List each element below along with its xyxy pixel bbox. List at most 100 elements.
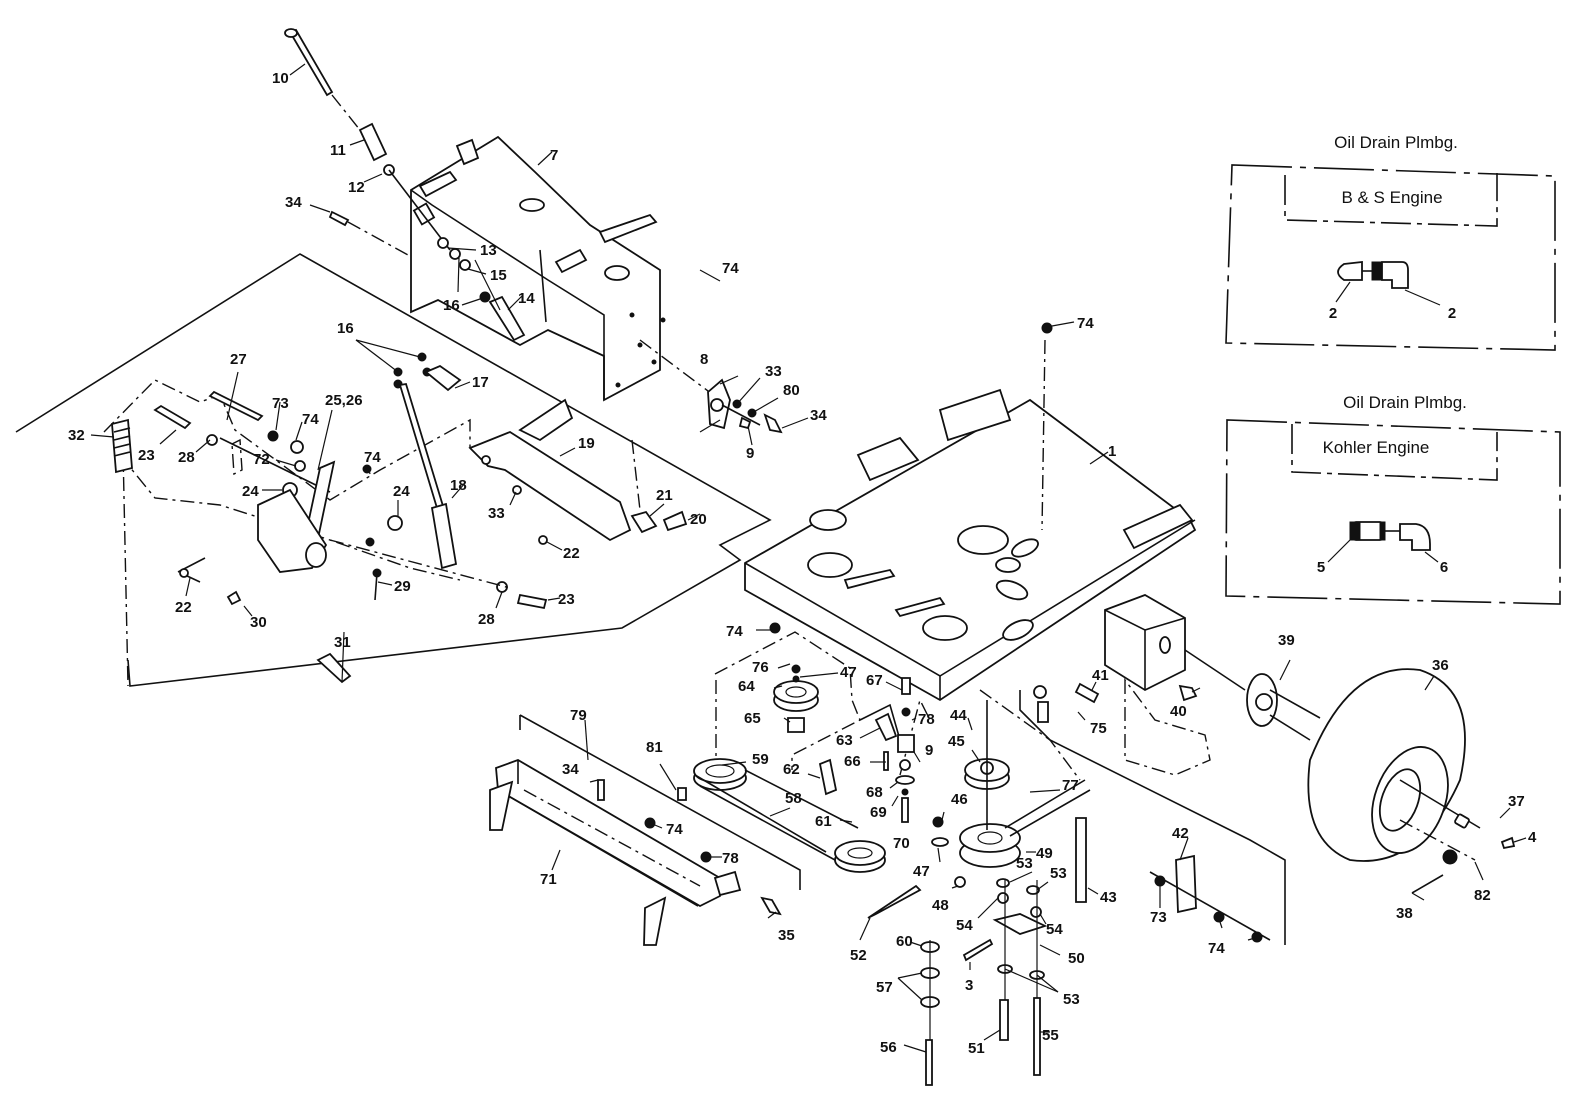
- callout-64: 64: [738, 678, 755, 695]
- callout-25-26: 25,26: [325, 392, 363, 409]
- callout-78: 78: [918, 711, 935, 728]
- inset-bs-engine-label: B & S Engine: [1341, 188, 1442, 207]
- callout-79: 79: [570, 707, 587, 724]
- callout-77: 77: [1062, 777, 1079, 794]
- callout-46: 46: [951, 791, 968, 808]
- callout-62: 62: [783, 761, 800, 778]
- callout-19: 19: [578, 435, 595, 452]
- callout-74: 74: [726, 623, 743, 640]
- callout-53: 53: [1050, 865, 1067, 882]
- callout-35: 35: [778, 927, 795, 944]
- pulleys-and-belt: [693, 664, 1271, 943]
- callout-39: 39: [1278, 632, 1295, 649]
- callout-42: 42: [1172, 825, 1189, 842]
- callout-13: 13: [480, 242, 497, 259]
- callout-65: 65: [744, 710, 761, 727]
- callout-59: 59: [752, 751, 769, 768]
- callout-31: 31: [334, 634, 351, 651]
- inset-kohler-title: Oil Drain Plmbg.: [1343, 393, 1467, 412]
- callout-3: 3: [965, 977, 973, 994]
- callout-labels: 10 11 12 34 7 13 15 16 14 74 16 17 27 32…: [68, 70, 1537, 1057]
- callout-80: 80: [783, 382, 800, 399]
- callout-1: 1: [1108, 443, 1116, 460]
- callout-47: 47: [913, 863, 930, 880]
- upper-linkage: [284, 28, 526, 342]
- inset-bs-title: Oil Drain Plmbg.: [1334, 133, 1458, 152]
- callout-72: 72: [253, 451, 270, 468]
- callout-70: 70: [893, 835, 910, 852]
- leader-lines: [90, 63, 1527, 1053]
- callout-32: 32: [68, 427, 85, 444]
- inset-bs-engine-box: [1284, 173, 1498, 227]
- callout-36: 36: [1432, 657, 1449, 674]
- callout-74: 74: [1077, 315, 1094, 332]
- callout-71: 71: [540, 871, 557, 888]
- callout-17: 17: [472, 374, 489, 391]
- inset-kohler-engine-box: [1291, 424, 1498, 481]
- callout-22: 22: [563, 545, 580, 562]
- callout-54: 54: [1046, 921, 1063, 938]
- callout-40: 40: [1170, 703, 1187, 720]
- callout-73: 73: [1150, 909, 1167, 926]
- callout-47: 47: [840, 664, 857, 681]
- callout-45: 45: [948, 733, 965, 750]
- callout-11: 11: [330, 142, 346, 159]
- callout-8: 8: [700, 351, 708, 368]
- callout-23: 23: [558, 591, 575, 608]
- callout-10: 10: [272, 70, 289, 87]
- callout-48: 48: [932, 897, 949, 914]
- callout-18: 18: [450, 477, 467, 494]
- bearing-flange-assembly: [639, 339, 783, 434]
- inset-kohler-engine: Oil Drain Plmbg. Kohler Engine 5 6: [1225, 393, 1561, 605]
- callout-78: 78: [722, 850, 739, 867]
- callout-6: 6: [1440, 559, 1448, 576]
- inset-kohler-frame: [1225, 419, 1561, 605]
- callout-63: 63: [836, 732, 853, 749]
- leader-line: [1335, 281, 1351, 303]
- callout-60: 60: [896, 933, 913, 950]
- callout-29: 29: [394, 578, 411, 595]
- callout-28: 28: [478, 611, 495, 628]
- cross-member-bracket: [489, 759, 782, 946]
- callout-20: 20: [690, 511, 707, 528]
- callout-37: 37: [1508, 793, 1525, 810]
- callout-15: 15: [490, 267, 507, 284]
- callout-76: 76: [752, 659, 769, 676]
- callout-14: 14: [518, 290, 535, 307]
- callout-9: 9: [925, 742, 933, 759]
- inset-bs-engine: Oil Drain Plmbg. B & S Engine 2 2: [1225, 133, 1556, 351]
- callout-58: 58: [785, 790, 802, 807]
- callout-16: 16: [443, 297, 460, 314]
- callout-74: 74: [302, 411, 319, 428]
- callout-9: 9: [746, 445, 754, 462]
- inset-kohler-engine-label: Kohler Engine: [1323, 438, 1430, 457]
- callout-55: 55: [1042, 1027, 1059, 1044]
- callout-82: 82: [1474, 887, 1491, 904]
- callout-56: 56: [880, 1039, 897, 1056]
- callout-66: 66: [844, 753, 861, 770]
- callout-53: 53: [1016, 855, 1033, 872]
- linkage-group-outline: [15, 253, 772, 687]
- callout-12: 12: [348, 179, 365, 196]
- callout-67: 67: [866, 672, 883, 689]
- callout-21: 21: [656, 487, 673, 504]
- callout-74: 74: [1208, 940, 1225, 957]
- callout-24: 24: [242, 483, 259, 500]
- callout-33: 33: [765, 363, 782, 380]
- drive-section-outline: [519, 631, 1286, 945]
- callout-54: 54: [956, 917, 973, 934]
- callout-73: 73: [272, 395, 289, 412]
- drain-plug-icon: [1337, 260, 1409, 289]
- callout-22: 22: [175, 599, 192, 616]
- callout-27: 27: [230, 351, 247, 368]
- leader-line: [1424, 551, 1439, 563]
- callout-69: 69: [870, 804, 887, 821]
- callout-4: 4: [1528, 829, 1537, 846]
- callout-74: 74: [666, 821, 683, 838]
- callout-34: 34: [810, 407, 827, 424]
- callout-43: 43: [1100, 889, 1117, 906]
- callout-16: 16: [337, 320, 354, 337]
- leader-line: [1404, 289, 1441, 306]
- control-panel-bracket: [410, 135, 666, 402]
- callout-34: 34: [562, 761, 579, 778]
